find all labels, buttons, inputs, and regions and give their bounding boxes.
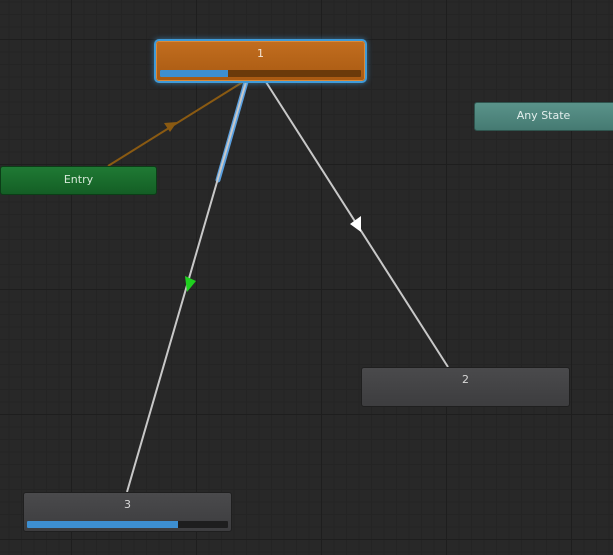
transition-arrow-1-to-2 [350,216,361,232]
state-node-2[interactable]: 2 [361,367,570,407]
state-node-1-progress-fill [160,70,229,77]
transition-arrow-entry-to-1 [164,122,177,132]
state-node-3-progress-fill [27,521,178,528]
state-node-1-label: 1 [257,47,264,60]
transition-entry-to-1[interactable] [107,79,247,167]
transition-arrow-1-to-3 [185,276,196,292]
entry-node-label: Entry [63,173,94,186]
state-node-3[interactable]: 3 [23,492,232,532]
entry-node[interactable]: Entry [0,166,157,195]
state-node-2-label: 2 [462,373,469,386]
state-node-3-label: 3 [124,498,131,511]
state-node-1-progress-track [160,70,361,77]
state-node-1[interactable]: 1 [156,41,365,81]
state-node-3-progress-track [27,521,228,528]
any-state-node[interactable]: Any State [474,102,613,131]
any-state-node-label: Any State [516,109,571,122]
